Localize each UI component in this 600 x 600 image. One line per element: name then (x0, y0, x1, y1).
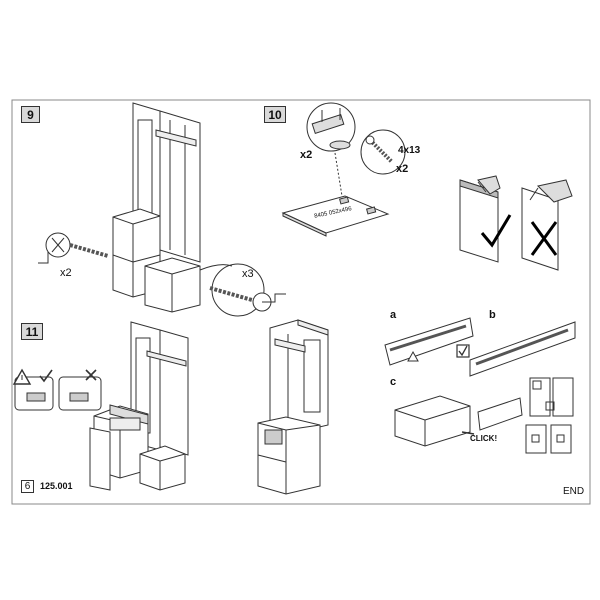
check-icon (458, 345, 468, 357)
drill-comparison (459, 175, 573, 271)
crank-tool-icon (199, 263, 286, 317)
rail-label-a: a (390, 309, 397, 321)
drill-icon (477, 175, 501, 195)
drawer-rail-guide (384, 317, 576, 454)
assembled-unit (257, 319, 329, 495)
rail-label-c: c (390, 376, 397, 388)
warning-icon (12, 368, 32, 385)
screw-icon (365, 135, 394, 164)
crank-tool-icon (38, 232, 109, 264)
step9-qty-left: x2 (60, 267, 72, 279)
check-icon (480, 214, 512, 248)
hinge-icon (311, 108, 351, 150)
step-9-badge: 9 (21, 106, 40, 123)
step10-screw-size: 4x13 (398, 145, 421, 156)
warning-icon (407, 350, 419, 362)
page-number: 6 (21, 480, 34, 493)
step-10-badge: 10 (264, 106, 286, 123)
step9-qty-right: x3 (242, 268, 254, 280)
step-11-badge: 11 (21, 323, 43, 340)
step10-illustration (281, 102, 406, 237)
step10-screw-qty: x2 (396, 163, 409, 175)
cross-icon (85, 369, 97, 381)
product-code: 125.001 (40, 481, 73, 491)
rail-label-b: b (489, 309, 496, 321)
page-frame (11, 99, 591, 505)
check-icon (39, 369, 53, 383)
cross-icon (530, 221, 558, 256)
step11-illustration (12, 321, 189, 491)
click-text: CLICK! (470, 434, 498, 443)
step10-hinge-qty: x2 (300, 149, 313, 161)
step9-illustration (38, 102, 286, 317)
drill-icon (529, 179, 573, 203)
end-marker: END (563, 486, 585, 497)
